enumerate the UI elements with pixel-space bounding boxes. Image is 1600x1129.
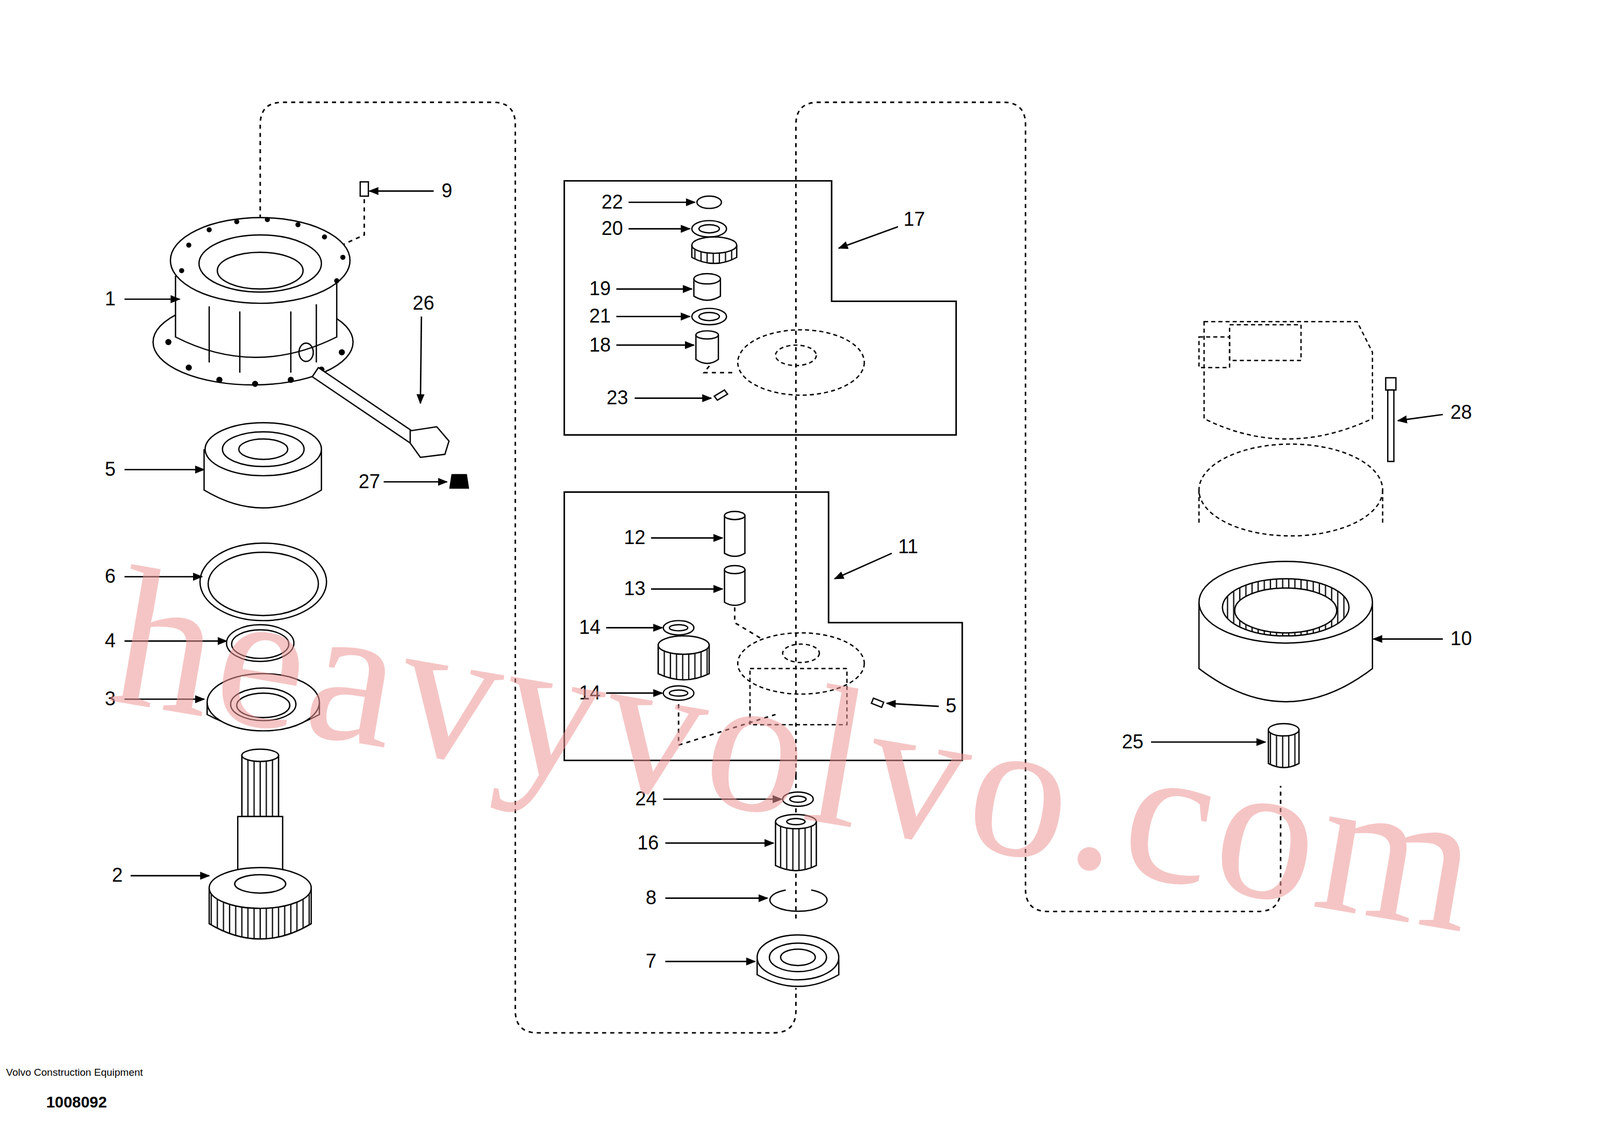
publisher-note: Volvo Construction Equipment xyxy=(2,1066,148,1079)
callout-number: 10 xyxy=(1450,629,1473,649)
callout-number: 12 xyxy=(623,527,646,548)
callout-number: 11 xyxy=(897,537,918,557)
callout-number: 21 xyxy=(589,306,611,326)
callout-number: 28 xyxy=(1450,402,1473,423)
callout-number: 16 xyxy=(637,833,659,853)
callout-number: 13 xyxy=(623,579,646,599)
callout-number: 5 xyxy=(104,459,116,480)
callout-number: 1 xyxy=(104,289,116,309)
callout-number: 20 xyxy=(601,218,624,239)
callout-number: 27 xyxy=(358,472,381,492)
callout-number: 19 xyxy=(589,279,611,299)
callout-number: 17 xyxy=(903,209,926,230)
callout-number: 8 xyxy=(645,888,657,908)
callout-number: 22 xyxy=(601,192,624,212)
callout-number: 6 xyxy=(104,566,116,587)
drawing-number: 1008092 xyxy=(46,1094,107,1110)
callout-number: 4 xyxy=(104,631,116,651)
callout-number: 23 xyxy=(606,388,628,408)
callout-number: 18 xyxy=(589,335,611,355)
callout-number: 7 xyxy=(645,951,657,971)
callout-number: 2 xyxy=(111,865,123,885)
callout-number: 9 xyxy=(441,181,453,201)
callout-number: 26 xyxy=(412,293,435,313)
